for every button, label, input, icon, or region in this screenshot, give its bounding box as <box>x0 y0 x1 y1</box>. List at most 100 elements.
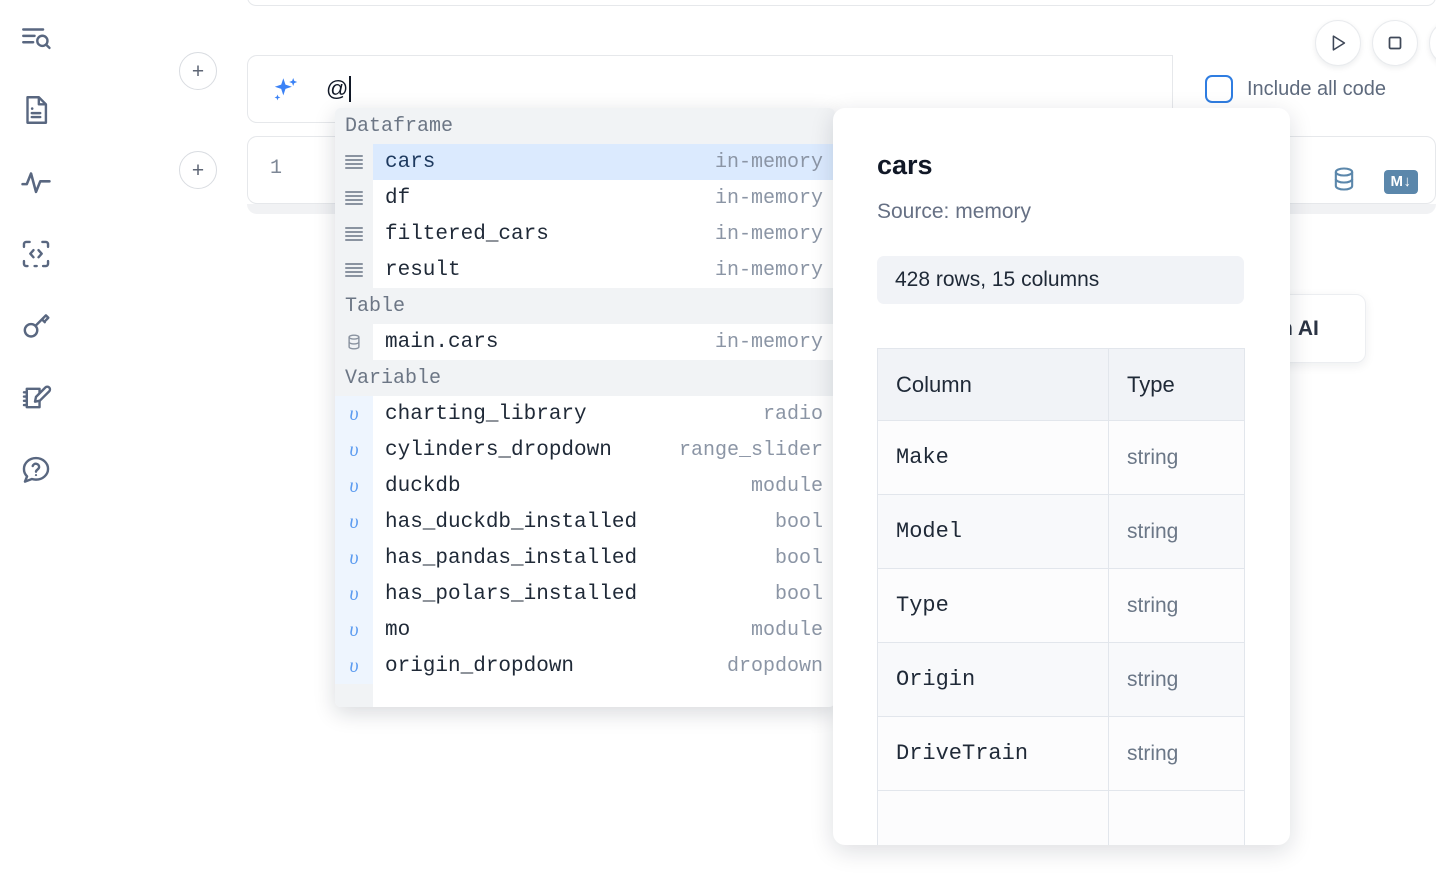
table-database-icon <box>335 324 373 360</box>
secrets-key-icon[interactable] <box>14 304 58 348</box>
autocomplete-item-type: in-memory <box>714 186 823 210</box>
dataframe-icon <box>335 144 373 180</box>
autocomplete-item-type: radio <box>762 402 823 426</box>
autocomplete-group-header: Table <box>335 288 835 324</box>
include-all-code-checkbox[interactable] <box>1205 75 1233 103</box>
variable-icon: υ <box>335 396 373 432</box>
autocomplete-item-name: filtered_cars <box>385 222 549 246</box>
schema-column-type: string <box>1108 420 1245 495</box>
add-cell-above-button[interactable]: + <box>179 52 217 90</box>
autocomplete-item-type: in-memory <box>714 258 823 282</box>
autocomplete-item[interactable]: υ has_pandas_installed bool <box>335 540 835 576</box>
schema-column-type: string <box>1108 716 1245 791</box>
autocomplete-item-type: range_slider <box>678 438 823 462</box>
schema-column-name: Origin <box>877 642 1109 717</box>
autocomplete-item-type: in-memory <box>714 150 823 174</box>
autocomplete-item[interactable]: filtered_cars in-memory <box>335 216 835 252</box>
markdown-badge[interactable]: M↓ <box>1384 169 1418 194</box>
schema-column-name: Make <box>877 420 1109 495</box>
autocomplete-item-name: mo <box>385 618 411 642</box>
autocomplete-item-name: cylinders_dropdown <box>385 438 612 462</box>
schema-column-name: Model <box>877 494 1109 569</box>
variable-icon: υ <box>335 504 373 540</box>
explore-icon[interactable] <box>14 16 58 60</box>
variable-icon: υ <box>335 540 373 576</box>
autocomplete-item-type: module <box>750 474 823 498</box>
schema-table-header-row: Column Type <box>877 348 1245 421</box>
dataframe-icon <box>335 216 373 252</box>
schema-table-row-partial <box>877 790 1245 845</box>
schema-column-type: string <box>1108 642 1245 717</box>
dataframe-icon <box>335 252 373 288</box>
autocomplete-item-name: main.cars <box>385 330 499 354</box>
schema-column-name: Type <box>877 568 1109 643</box>
run-button[interactable] <box>1315 20 1361 66</box>
autocomplete-item-name: has_duckdb_installed <box>385 510 638 534</box>
autocomplete-item-type: in-memory <box>714 330 823 354</box>
autocomplete-item-name: df <box>385 186 411 210</box>
schema-column-type <box>1108 790 1245 845</box>
autocomplete-item-type: module <box>750 618 823 642</box>
ai-sparkle-icon <box>270 74 302 106</box>
document-icon[interactable] <box>14 88 58 132</box>
text-cursor <box>349 76 352 102</box>
autocomplete-item[interactable]: υ has_polars_installed bool <box>335 576 835 612</box>
dataframe-icon <box>335 180 373 216</box>
ai-prompt-value: @ <box>326 76 349 101</box>
panel-shape: 428 rows, 15 columns <box>877 256 1244 304</box>
ai-prompt-input[interactable]: @ <box>326 72 1386 106</box>
cell-toolbar: M↓ <box>1330 165 1418 198</box>
stop-button[interactable] <box>1372 20 1418 66</box>
schema-column-name <box>877 790 1109 845</box>
autocomplete-item-name: duckdb <box>385 474 461 498</box>
include-all-code-area: Include all code <box>1172 55 1436 123</box>
variable-icon: υ <box>335 648 373 684</box>
autocomplete-item-name: charting_library <box>385 402 587 426</box>
include-all-code-label: Include all code <box>1247 77 1386 100</box>
autocomplete-item-name: has_polars_installed <box>385 582 638 606</box>
autocomplete-item[interactable]: main.cars in-memory <box>335 324 835 360</box>
variable-icon: υ <box>335 576 373 612</box>
variable-icon: υ <box>335 468 373 504</box>
line-number: 1 <box>270 157 283 180</box>
autocomplete-item[interactable]: υ cylinders_dropdown range_slider <box>335 432 835 468</box>
panel-source: Source: memory <box>877 200 1032 223</box>
autocomplete-item-name: origin_dropdown <box>385 654 575 678</box>
autocomplete-item[interactable]: cars in-memory <box>335 144 835 180</box>
activity-icon[interactable] <box>14 160 58 204</box>
database-icon[interactable] <box>1330 165 1358 198</box>
schema-column-name: DriveTrain <box>877 716 1109 791</box>
autocomplete-item-type: in-memory <box>714 222 823 246</box>
scratchpad-edit-icon[interactable] <box>14 376 58 420</box>
autocomplete-group-header: Variable <box>335 360 835 396</box>
autocomplete-group-header: Dataframe <box>335 108 835 144</box>
snippets-code-icon[interactable] <box>14 232 58 276</box>
autocomplete-item-name: cars <box>385 150 436 174</box>
dataframe-info-panel: cars Source: memory 428 rows, 15 columns… <box>833 108 1290 845</box>
schema-column-type: string <box>1108 568 1245 643</box>
help-icon[interactable] <box>14 448 58 492</box>
autocomplete-item-type: bool <box>774 582 823 606</box>
previous-cell-stub <box>247 0 1436 6</box>
variable-icon: υ <box>335 432 373 468</box>
autocomplete-item-name: result <box>385 258 461 282</box>
autocomplete-item[interactable]: υ charting_library radio <box>335 396 835 432</box>
autocomplete-item[interactable]: df in-memory <box>335 180 835 216</box>
autocomplete-item[interactable]: result in-memory <box>335 252 835 288</box>
add-cell-below-button[interactable]: + <box>179 151 217 189</box>
autocomplete-item-name: has_pandas_installed <box>385 546 638 570</box>
autocomplete-item-type: bool <box>774 546 823 570</box>
